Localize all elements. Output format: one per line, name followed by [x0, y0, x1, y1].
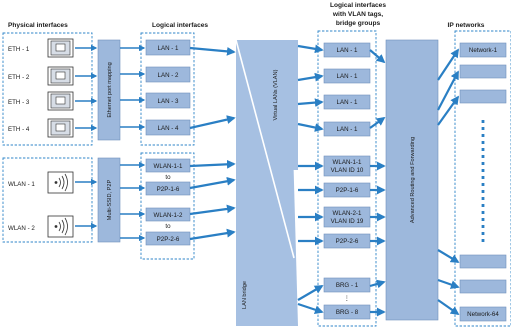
ip-network-64-box: [459, 306, 507, 322]
vlan-lan-box: [323, 68, 371, 84]
header-vlan-line1: Logical interfaces: [330, 2, 386, 9]
vlan-wlan-2-1-label: WLAN-2-1: [333, 210, 362, 217]
logical-wlan-label: WLAN-1-1: [154, 163, 183, 170]
logical-lan-group: [140, 32, 195, 146]
eth-port-2: ETH - 2: [8, 66, 74, 86]
logical-wlan-1-2-box: [145, 207, 191, 222]
ethernet-port-icon: [47, 118, 74, 138]
advanced-routing-block: [385, 39, 439, 321]
eth-label: ETH - 4: [8, 126, 30, 133]
ethernet-port-mapping-label: Ethernet port mapping: [107, 62, 113, 117]
vlan-id-10-label: VLAN ID 10: [331, 167, 364, 174]
arrows-vlan-to-routing: [369, 49, 386, 317]
eth-port-1: ETH - 1: [8, 38, 74, 58]
vlan-p2p-label: P2P-2-6: [336, 238, 359, 245]
bridge-group-1-label: BRG - 1: [336, 282, 359, 289]
logical-lan-3-box: [145, 92, 191, 109]
vlan-wlan-1-1-label: WLAN-1-1: [333, 159, 362, 166]
vlan-id-19-label: VLAN ID 19: [331, 218, 364, 225]
logical-lan-label: LAN - 1: [158, 45, 180, 52]
wireless-antenna-icon: [47, 215, 74, 238]
logical-to-label: to: [165, 223, 171, 230]
ip-networks-group: [454, 30, 511, 327]
vlan-lan-label: LAN - 1: [337, 47, 359, 54]
multi-ssid-block: [97, 157, 121, 243]
arrows-routing-to-ip: [437, 48, 460, 316]
ip-network-box: [459, 64, 507, 79]
header-logical-interfaces: Logical interfaces: [152, 22, 208, 29]
vlan-lan-label: LAN - 1: [337, 126, 359, 133]
arrows-bridge-to-vlan: [297, 44, 324, 314]
vlan-lan-box: [323, 94, 371, 110]
logical-lan-1-box: [145, 39, 191, 56]
virtual-lans-bar: [236, 40, 298, 170]
logical-lan-label: LAN - 4: [158, 125, 180, 132]
eth-label: ETH - 2: [8, 74, 30, 81]
ethernet-port-icon: [47, 91, 74, 111]
multi-ssid-label: Multi-SSID, P2P: [107, 180, 113, 221]
arrows-logical-to-bridge: [189, 46, 236, 241]
logical-to-label: to: [165, 174, 171, 181]
logical-wlan-label: WLAN-1-2: [154, 212, 183, 219]
ip-network-1-box: [459, 42, 507, 58]
wlan-label: WLAN - 2: [8, 225, 35, 232]
ip-network-box: [459, 254, 507, 269]
vlan-group: [317, 30, 377, 327]
logical-p2p-1-6-box: [145, 181, 191, 196]
header-vlan-line3: bridge groups: [336, 20, 381, 27]
wlan-port-2: WLAN - 2: [8, 215, 74, 238]
vlan-lan-label: LAN - 1: [337, 73, 359, 80]
logical-lan-2-box: [145, 66, 191, 83]
advanced-routing-label: Advanced Routing and Forwarding: [410, 137, 416, 223]
ip-network-box: [459, 279, 507, 294]
eth-port-3: ETH - 3: [8, 91, 74, 111]
header-vlan-line2: with VLAN tags,: [332, 11, 383, 18]
logical-wlan-group: [140, 152, 195, 260]
bridge-group-8-label: BRG - 8: [336, 309, 359, 316]
logical-p2p-label: P2P-2-6: [157, 236, 180, 243]
ethernet-port-icon: [47, 66, 74, 86]
eth-label: ETH - 3: [8, 99, 30, 106]
logical-lan-label: LAN - 3: [158, 98, 180, 105]
arrows-physical-to-mapping: [75, 44, 98, 230]
arrows-mapping-to-logical: [120, 44, 146, 242]
ethernet-port-icon: [47, 38, 74, 58]
vlan-lan-label: LAN - 1: [337, 99, 359, 106]
bridge-group-dots: ⋮: [344, 295, 350, 302]
eth-label: ETH - 1: [8, 46, 30, 53]
header-physical-interfaces: Physical interfaces: [8, 22, 68, 29]
wireless-antenna-icon: [47, 171, 74, 194]
header-ip-networks: IP networks: [448, 22, 485, 29]
eth-port-4: ETH - 4: [8, 118, 74, 138]
physical-wlan-group: [2, 157, 93, 243]
ip-network-box: [459, 89, 507, 104]
physical-eth-group: [2, 32, 93, 146]
bar-divider-line: [235, 39, 295, 259]
lan-bridge-label: LAN bridge: [242, 281, 248, 309]
ip-network-64-label: Network-64: [467, 311, 499, 318]
virtual-lans-label: Virtual LANs (VLAN): [273, 69, 279, 120]
wlan-port-1: WLAN - 1: [8, 171, 74, 194]
ip-network-1-label: Network-1: [469, 47, 498, 54]
vlan-lan-box: [323, 121, 371, 137]
wlan-label: WLAN - 1: [8, 181, 35, 188]
logical-lan-label: LAN - 2: [158, 72, 180, 79]
vlan-p2p-label: P2P-1-6: [336, 187, 359, 194]
logical-p2p-label: P2P-1-6: [157, 186, 180, 193]
ethernet-port-mapping-block: [97, 39, 121, 141]
